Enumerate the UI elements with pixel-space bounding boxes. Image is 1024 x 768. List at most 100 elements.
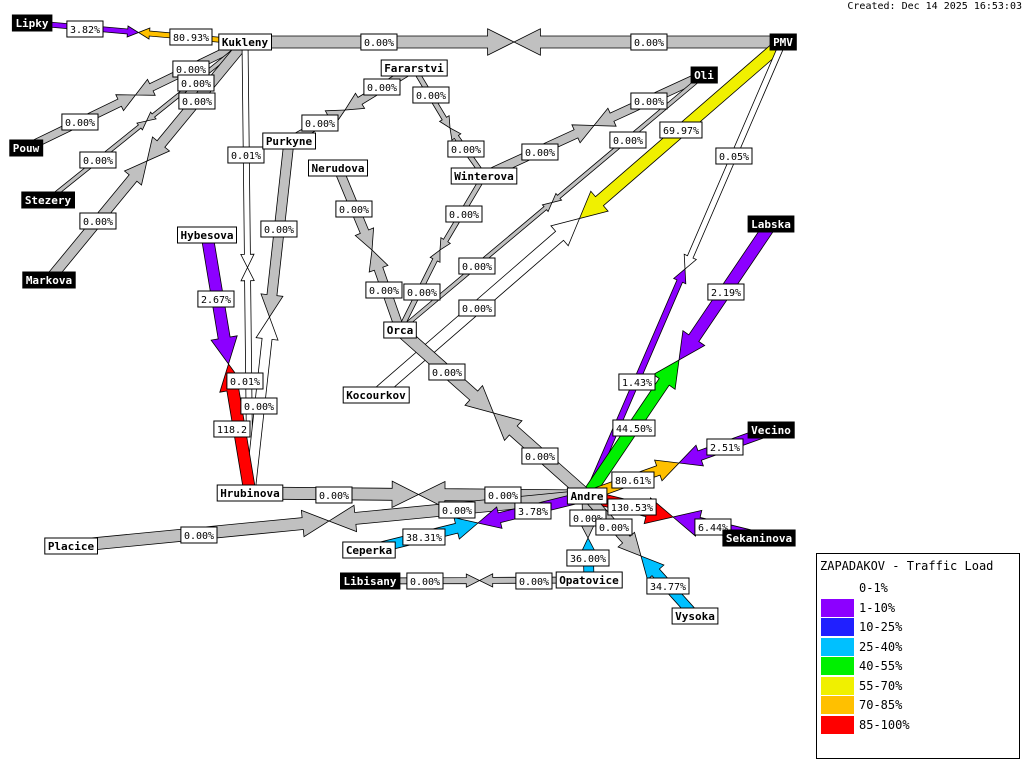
link-label-out[interactable]: 36.00% [566,549,610,567]
svg-text:3.78%: 3.78% [518,507,548,518]
link-label-out[interactable]: 2.67% [197,290,235,308]
link-label-in[interactable]: 1.43% [618,373,656,391]
link-label-out[interactable]: 0.01% [227,146,265,164]
svg-text:130.53%: 130.53% [611,503,653,514]
link-label-in[interactable]: 0.00% [177,74,215,92]
link-label-out[interactable]: 0.00% [406,572,444,590]
node-fararstvi[interactable]: Fararstvi [380,59,448,77]
node-hrubinova[interactable]: Hrubinova [216,484,284,502]
link-label-in[interactable]: 0.00% [458,299,496,317]
link-oli-orca[interactable] [398,72,706,333]
node-opatovice[interactable]: Opatovice [555,571,623,589]
node-andre[interactable]: Andre [566,487,608,505]
link-kukleny-markova[interactable] [44,38,250,284]
node-lipky[interactable]: Lipky [11,14,53,32]
link-label-in[interactable]: 0.00% [521,143,559,161]
link-labska-andre[interactable] [581,220,777,500]
legend-row: 40-55% [821,657,1011,675]
link-label-in[interactable]: 0.00% [403,283,441,301]
svg-text:0.00%: 0.00% [573,514,603,525]
link-label-in[interactable]: 80.93% [169,28,213,46]
link-fararstvi-winterova[interactable] [411,66,487,178]
node-sekaninova[interactable]: Sekaninova [722,529,796,547]
svg-text:0.00%: 0.00% [264,225,294,236]
svg-text:2.19%: 2.19% [711,288,741,299]
node-kocourkov[interactable]: Kocourkov [342,386,410,404]
legend-swatch [821,677,854,695]
link-kukleny-pmv[interactable] [244,28,784,56]
link-label-out[interactable]: 0.00% [61,113,99,131]
node-orca[interactable]: Orca [383,321,417,339]
link-label-out[interactable]: 0.00% [335,200,373,218]
node-purkyne[interactable]: Purkyne [262,132,316,150]
link-label-out[interactable]: 6.44% [694,518,732,536]
legend-label: 40-55% [859,659,903,673]
link-label-in[interactable]: 0.00% [630,33,668,51]
link-label-in[interactable]: 0.01% [226,372,264,390]
svg-text:2.51%: 2.51% [710,443,740,454]
link-label-out[interactable]: 0.00% [428,363,466,381]
link-label-in[interactable]: 0.00% [595,518,633,536]
link-label-in[interactable]: 0.00% [365,281,403,299]
svg-text:36.00%: 36.00% [570,554,606,565]
svg-text:0.00%: 0.00% [525,148,555,159]
node-ceperka[interactable]: Ceperka [342,541,396,559]
node-stezery[interactable]: Stezery [21,191,75,209]
link-label-out[interactable]: 0.00% [445,205,483,223]
link-label-out[interactable]: 38.31% [402,528,446,546]
link-label-in[interactable]: 0.00% [438,501,476,519]
svg-text:0.00%: 0.00% [244,402,274,413]
link-label-out[interactable]: 34.77% [646,577,690,595]
link-label-in[interactable]: 118.2 [213,420,251,438]
svg-text:0.00%: 0.00% [449,210,479,221]
node-pouw[interactable]: Pouw [9,139,44,157]
link-label-out[interactable]: 0.00% [360,33,398,51]
link-label-out[interactable]: 0.00% [609,131,647,149]
node-hybesova[interactable]: Hybesova [177,226,237,244]
node-vecino[interactable]: Vecino [747,421,795,439]
link-label-in[interactable]: 0.00% [240,397,278,415]
link-label-out[interactable]: 0.00% [630,92,668,110]
link-label-out[interactable]: 0.00% [315,486,353,504]
link-lipky-kukleny[interactable] [31,20,246,45]
node-labska[interactable]: Labska [747,215,795,233]
link-label-out[interactable]: 0.00% [301,114,339,132]
link-label-in[interactable]: 0.00% [178,92,216,110]
link-nerudova-orca[interactable] [333,165,405,333]
link-label-out[interactable]: 0.00% [180,526,218,544]
node-oli[interactable]: Oli [690,66,718,84]
link-label-out[interactable]: 0.05% [715,147,753,165]
link-orca-andre[interactable] [395,324,592,502]
link-label-out[interactable]: 2.51% [706,438,744,456]
link-label-in[interactable]: 0.00% [363,78,401,96]
link-label-in[interactable]: 0.00% [484,486,522,504]
link-label-out[interactable]: 2.19% [707,283,745,301]
link-label-out[interactable]: 3.82% [66,20,104,38]
legend-label: 55-70% [859,679,903,693]
link-label-in[interactable]: 44.50% [612,419,656,437]
svg-text:Kukleny: Kukleny [222,36,269,49]
node-libisany[interactable]: Libisany [340,572,401,590]
node-placice[interactable]: Placice [44,537,98,555]
link-label-in[interactable]: 0.00% [521,447,559,465]
svg-text:Fararstvi: Fararstvi [384,62,444,75]
node-pmv[interactable]: PMV [769,33,797,51]
link-label-out[interactable]: 0.00% [79,212,117,230]
node-nerudova[interactable]: Nerudova [308,159,368,177]
node-vysoka[interactable]: Vysoka [671,607,719,625]
link-label-out[interactable]: 0.00% [79,151,117,169]
link-label-in[interactable]: 0.00% [458,257,496,275]
node-kukleny[interactable]: Kukleny [218,33,273,51]
link-label-in[interactable]: 130.53% [607,498,657,516]
link-label-out[interactable]: 0.00% [260,220,298,238]
link-label-in[interactable]: 0.00% [447,140,485,158]
link-purkyne-hrubinova[interactable] [244,139,295,495]
link-label-out[interactable]: 0.00% [412,86,450,104]
link-label-in[interactable]: 0.00% [515,572,553,590]
node-winterova[interactable]: Winterova [450,167,518,185]
legend-swatch [821,579,854,597]
node-markova[interactable]: Markova [22,271,76,289]
link-label-out[interactable]: 69.97% [659,121,703,139]
link-label-in[interactable]: 80.61% [611,471,655,489]
link-label-in[interactable]: 3.78% [514,502,552,520]
